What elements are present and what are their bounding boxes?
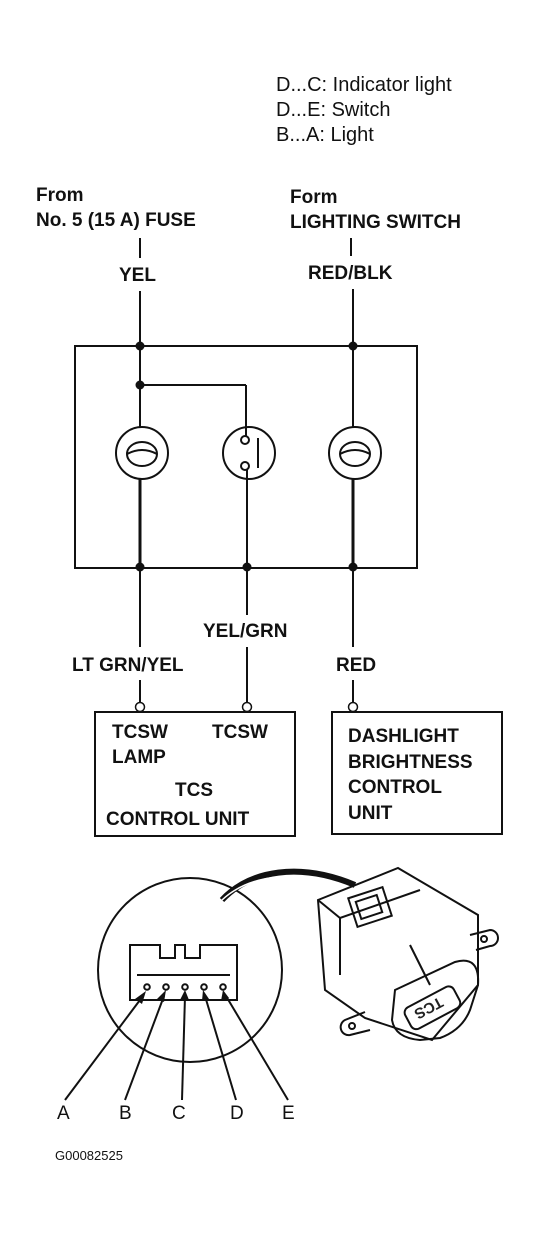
tcs-control-unit-box [94, 711, 296, 837]
dash-unit-line-1: DASHLIGHT [348, 726, 459, 747]
legend-indicator-light: D...C: Indicator light [276, 74, 452, 96]
wire-label-red-blk: RED/BLK [308, 263, 393, 284]
left-feed-from: From [36, 185, 84, 206]
wire-label-yel: YEL [119, 265, 156, 286]
tcs-tcsw-label: TCSW [212, 722, 268, 743]
dash-unit-line-2: BRIGHTNESS [348, 752, 473, 773]
wire-label-red: RED [336, 655, 376, 676]
pin-d-socket [200, 983, 208, 991]
legend-switch: D...E: Switch [276, 99, 390, 121]
tcs-unit-name-1: TCS [175, 780, 213, 801]
dashlight-terminal [347, 701, 359, 713]
pin-label-c: C [172, 1103, 186, 1124]
tcs-unit-name-2: CONTROL UNIT [106, 809, 250, 830]
pin-e-socket [219, 983, 227, 991]
pin-callout-arrows [64, 990, 289, 1101]
pin-label-a: A [57, 1103, 70, 1124]
dash-unit-line-4: UNIT [348, 803, 393, 824]
tcs-switch-body-illustration: TCS [219, 866, 499, 1042]
tcs-tcsw-lamp-label-2: LAMP [112, 747, 166, 768]
legend-light: B...A: Light [276, 124, 374, 146]
left-feed-fuse: No. 5 (15 A) FUSE [36, 210, 196, 231]
pin-label-e: E [282, 1103, 295, 1124]
dash-unit-line-3: CONTROL [348, 777, 442, 798]
dash-lamp-bulb-icon [328, 426, 382, 480]
tcsw-lamp-bulb-icon [115, 426, 169, 480]
tcs-tcsw-lamp-label-1: TCSW [112, 722, 168, 743]
wire-label-lt-grn-yel: LT GRN/YEL [72, 655, 184, 676]
pin-label-d: D [230, 1103, 244, 1124]
pin-legend: D...C: Indicator light D...E: Switch B..… [276, 74, 452, 146]
pin-b-socket [162, 983, 170, 991]
right-feed-from: Form [290, 187, 338, 208]
tcsw-lamp-terminal [134, 701, 146, 713]
figure-code: G00082525 [55, 1148, 123, 1163]
indicator-switch-icon [222, 426, 276, 480]
connector-face-detail [97, 877, 283, 1063]
right-feed-switch: LIGHTING SWITCH [290, 212, 461, 233]
dashlight-control-unit-box [331, 711, 503, 835]
wire-label-yel-grn: YEL/GRN [203, 621, 287, 642]
pin-c-socket [181, 983, 189, 991]
pin-label-b: B [119, 1103, 132, 1124]
pin-a-socket [143, 983, 151, 991]
tcsw-terminal [241, 701, 253, 713]
